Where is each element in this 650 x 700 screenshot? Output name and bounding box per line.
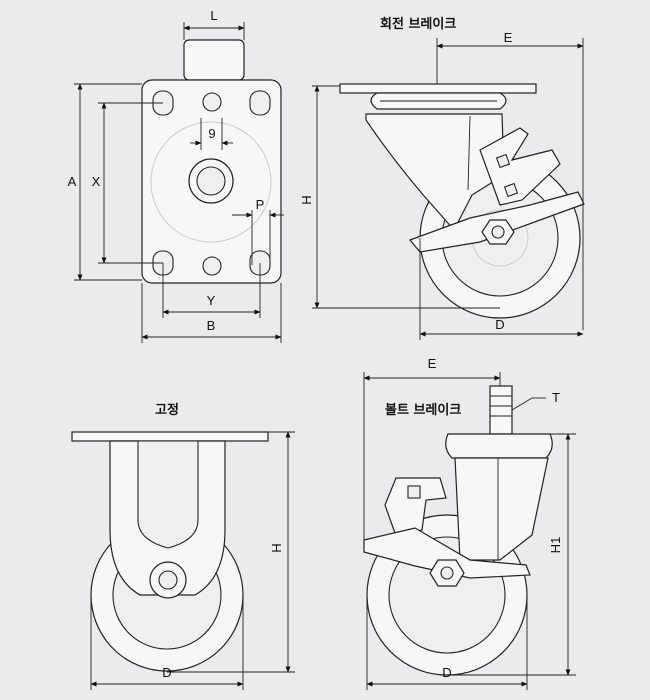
brake-housing <box>479 127 561 206</box>
swivel-top-plate <box>339 83 537 94</box>
bolt-dim-T-label: T <box>552 390 560 405</box>
bolt-hole <box>202 256 222 276</box>
fixed-dim-H-label: H <box>269 543 284 552</box>
plate-tab <box>183 39 245 81</box>
slot-hole <box>249 90 271 116</box>
bolt-fork <box>454 457 549 561</box>
top-plate-view: L A X 9 P Y B <box>68 8 284 343</box>
dim-B-label: B <box>207 318 216 333</box>
dim-L-label: L <box>210 8 217 23</box>
swivel-dim-D-label: D <box>495 317 504 332</box>
fixed-title: 고정 <box>155 402 179 418</box>
fixed-view: 고정 H D <box>71 402 295 690</box>
dim-A-label: A <box>68 174 77 189</box>
dim-Y-label: Y <box>207 293 216 308</box>
dim-P-label: P <box>256 197 265 212</box>
bolt-swivel-head <box>445 433 553 459</box>
dim-9-label: 9 <box>208 126 215 141</box>
bolt-brake-title: 볼트 브레이크 <box>385 402 461 418</box>
dim-X-label: X <box>92 174 101 189</box>
fixed-dim-D-label: D <box>162 665 171 680</box>
bolt-brake-pedal <box>363 527 531 579</box>
swivel-dim-E-label: E <box>504 30 513 45</box>
bolt-dim-E-label: E <box>428 356 437 371</box>
bolt-dim-H1-label: H1 <box>548 537 563 554</box>
swivel-brake-view: 회전 브레이크 E H D <box>299 16 585 340</box>
bolt-dim-D-label: D <box>442 665 451 680</box>
bolt-hole <box>202 92 222 112</box>
swivel-dim-H-label: H <box>299 195 314 204</box>
threaded-bolt <box>489 385 513 435</box>
bolt-brake-view: 볼트 브레이크 E T H1 <box>363 356 576 690</box>
swivel-brake-title: 회전 브레이크 <box>380 16 456 32</box>
bolt-brake-housing <box>384 477 447 537</box>
fixed-top-plate <box>71 431 269 442</box>
